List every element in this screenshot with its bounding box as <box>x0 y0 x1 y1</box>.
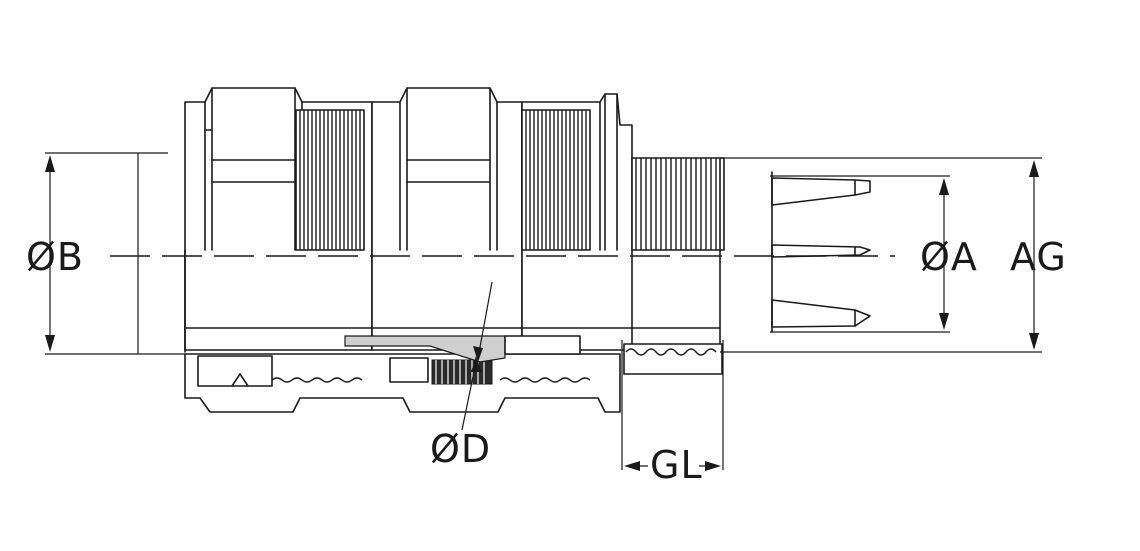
cable-conductors <box>771 171 871 333</box>
entry-thread <box>631 157 725 251</box>
thread-section-1 <box>295 109 365 251</box>
locknut <box>599 93 618 251</box>
dimension-dia-a: ØA <box>770 175 978 333</box>
label-dia-b: ØB <box>26 235 84 279</box>
thread-section-2 <box>521 109 591 251</box>
cutaway-section <box>184 335 723 413</box>
dimension-ag: AG <box>720 157 1067 353</box>
hex-nut-2 <box>399 87 498 251</box>
label-dia-a: ØA <box>920 235 978 279</box>
label-gl: GL <box>650 443 703 487</box>
dimension-gl: GL <box>621 340 724 487</box>
dimension-dia-b: ØB <box>26 152 185 355</box>
label-dia-d: ØD <box>430 427 491 471</box>
dimension-dia-d: ØD <box>430 281 493 471</box>
gland-body <box>184 87 725 353</box>
label-ag: AG <box>1010 235 1067 279</box>
seal-ring <box>431 359 493 385</box>
